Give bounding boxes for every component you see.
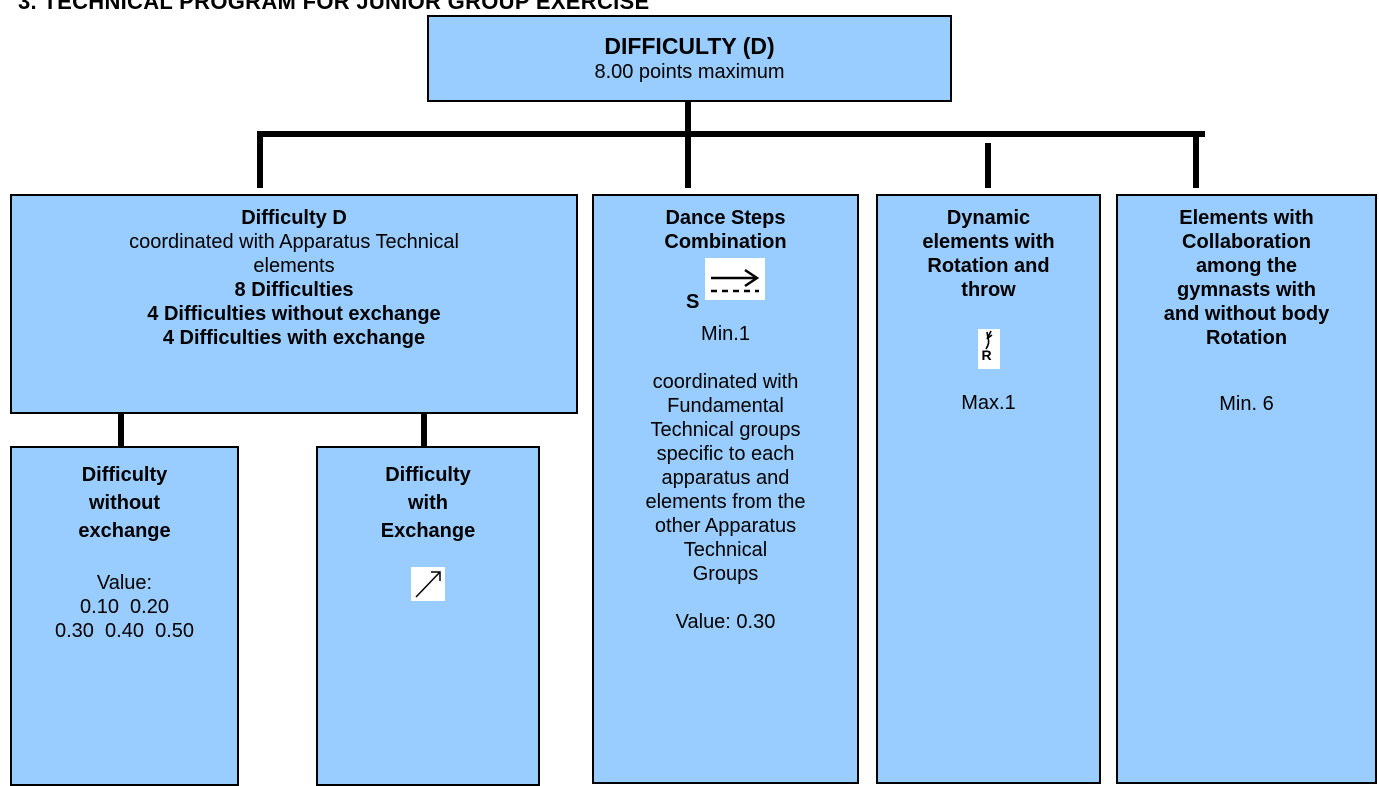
without-title-line: without — [88, 492, 161, 514]
dance-title-line1: Dance Steps — [665, 207, 786, 229]
dance-desc-line: Fundamental — [667, 395, 784, 417]
difficulty-d-line1: coordinated with Apparatus Technical — [129, 231, 459, 253]
connector-top-stem — [685, 101, 691, 134]
difficulty-d-line3: 8 Difficulties — [234, 279, 354, 301]
dance-desc-line: elements from the — [645, 491, 806, 513]
dance-desc-line: other Apparatus — [654, 515, 797, 537]
dance-desc-line: coordinated with — [652, 371, 799, 393]
difficulty-d-line2: elements — [253, 255, 335, 277]
dance-value: Value: 0.30 — [675, 611, 776, 633]
dashed-arrow-icon — [704, 258, 765, 300]
rotation-throw-letter: R — [981, 347, 992, 363]
dance-description: coordinated with Fundamental Technical g… — [594, 370, 857, 586]
difficulty-with-exchange-box: Difficulty with Exchange — [316, 446, 540, 786]
rotation-throw-icon: R — [977, 329, 1000, 369]
collab-title-line: Rotation — [1205, 327, 1288, 349]
difficulty-d-box: Difficulty D coordinated with Apparatus … — [10, 194, 578, 414]
dynamic-title-line: throw — [961, 279, 1016, 301]
connector-drop-difficulty-d — [257, 131, 263, 188]
collaboration-box: Elements with Collaboration among the gy… — [1116, 194, 1377, 784]
rotation-throw-symbol: R — [878, 329, 1099, 369]
dynamic-max: Max.1 — [961, 392, 1016, 414]
difficulty-d-line5: 4 Difficulties with exchange — [162, 327, 426, 349]
without-title-line: exchange — [78, 520, 171, 542]
with-title-line: Difficulty — [385, 464, 471, 486]
dance-desc-line: apparatus and — [661, 467, 790, 489]
collab-title-line: among the — [1195, 255, 1298, 277]
dance-min: Min.1 — [701, 323, 750, 345]
dance-title-line2: Combination — [664, 231, 787, 253]
dance-steps-box: Dance Steps Combination S Min.1 coordina… — [592, 194, 859, 784]
difficulty-root-box: DIFFICULTY (D) 8.00 points maximum — [427, 15, 952, 102]
collab-title-line: Elements with — [1179, 207, 1314, 229]
dynamic-title-line: elements with — [922, 231, 1055, 253]
collab-title-line: and without body — [1163, 303, 1330, 325]
collab-min: Min. 6 — [1219, 393, 1274, 415]
collab-title-line: Collaboration — [1182, 231, 1311, 253]
dynamic-title-line: Rotation and — [927, 255, 1050, 277]
connector-drop-without — [118, 412, 124, 448]
connector-drop-with — [421, 412, 427, 448]
exchange-arrow-icon — [411, 567, 445, 601]
dance-desc-line: Technical groups — [650, 419, 801, 441]
connector-drop-collab — [1193, 131, 1199, 188]
dance-desc-line: specific to each — [656, 443, 795, 465]
dance-symbol-letter: S — [686, 291, 700, 313]
without-values-row2: 0.30 0.40 0.50 — [54, 620, 194, 642]
dynamic-elements-box: Dynamic elements with Rotation and throw… — [876, 194, 1101, 784]
connector-horizontal-bar — [257, 131, 1205, 137]
connector-drop-dance — [685, 131, 691, 188]
difficulty-d-line4: 4 Difficulties without exchange — [147, 303, 441, 325]
difficulty-without-exchange-box: Difficulty without exchange Value: 0.10 … — [10, 446, 239, 786]
root-title: DIFFICULTY (D) — [604, 33, 775, 59]
collab-title-line: gymnasts with — [1177, 279, 1316, 301]
root-subtitle: 8.00 points maximum — [594, 61, 785, 83]
without-value-label: Value: — [96, 572, 153, 594]
connector-drop-dynamic — [985, 143, 991, 188]
without-values-row1: 0.10 0.20 — [80, 596, 169, 618]
with-title-line: with — [408, 492, 448, 514]
dance-symbol: S — [594, 258, 857, 313]
dance-desc-line: Technical — [683, 539, 768, 561]
dance-desc-line: Groups — [692, 563, 759, 585]
page-heading: 3. TECHNICAL PROGRAM FOR JUNIOR GROUP EX… — [18, 0, 650, 14]
difficulty-d-title: Difficulty D — [241, 207, 347, 229]
with-title-line: Exchange — [380, 520, 476, 542]
dynamic-title-line: Dynamic — [946, 207, 1031, 229]
without-title-line: Difficulty — [81, 464, 168, 486]
